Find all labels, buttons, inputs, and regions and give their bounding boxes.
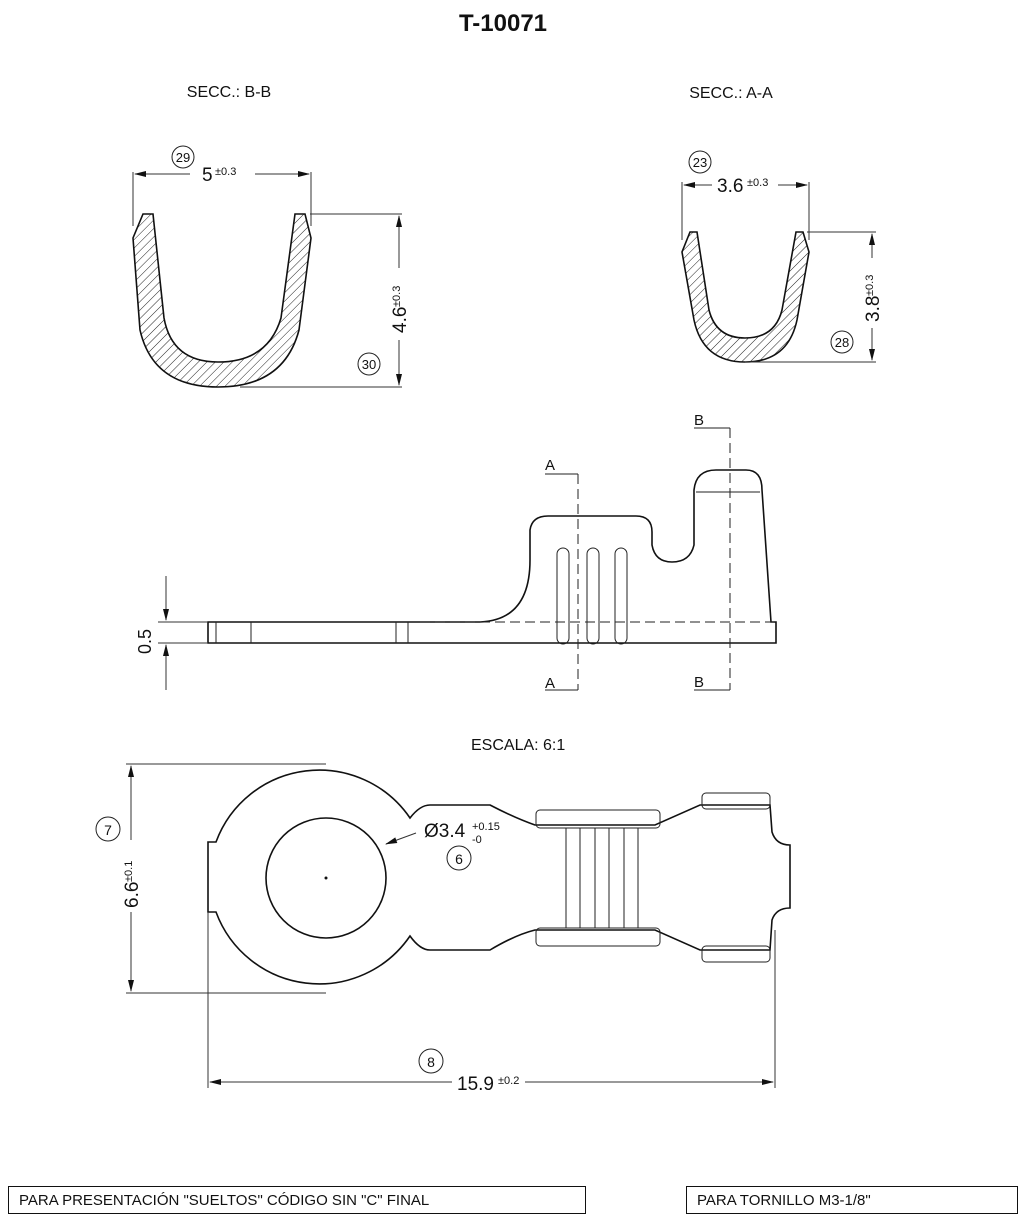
drawing-title: T-10071 (459, 10, 547, 37)
aa-width-tol: ±0.3 (747, 177, 768, 189)
note-screw: PARA TORNILLO M3-1/8" (686, 1186, 1018, 1214)
bb-width-tol: ±0.3 (215, 166, 236, 178)
cut-b-bottom: B (694, 674, 704, 691)
hole-tol-lower: -0 (472, 834, 482, 846)
cut-a-top: A (545, 457, 555, 474)
scale-label: ESCALA: 6:1 (471, 737, 565, 754)
section-bb-label: SECC.: B-B (187, 84, 271, 101)
height-tol: ±0.1 (123, 861, 135, 882)
aa-width-value: 3.6 (717, 176, 743, 197)
bb-height-value: 4.6 (390, 307, 411, 333)
height-value: 6.6 (122, 882, 143, 908)
aa-height-tol: ±0.3 (864, 275, 876, 296)
balloon-8: 8 (427, 1054, 435, 1070)
balloon-29: 29 (176, 150, 190, 165)
section-aa-label: SECC.: A-A (689, 85, 773, 102)
bb-height-tol: ±0.3 (391, 286, 403, 307)
balloon-7: 7 (104, 822, 112, 838)
aa-height-value: 3.8 (863, 296, 884, 322)
balloon-28: 28 (835, 335, 849, 350)
hole-tol-upper: +0.15 (472, 821, 500, 833)
section-bb-profile (132, 213, 312, 388)
bb-width-value: 5 (202, 165, 213, 186)
length-value: 15.9 (457, 1074, 494, 1095)
cut-a-bottom: A (545, 675, 555, 692)
cut-b-top: B (694, 412, 704, 429)
section-aa: SECC.: A-A 3.6 ±0.3 23 3.8 ±0.3 28 (681, 85, 884, 363)
balloon-23: 23 (693, 155, 707, 170)
thickness-value: 0.5 (135, 629, 155, 654)
section-bb: SECC.: B-B 5 ±0.3 29 4.6 ±0.3 30 (132, 84, 411, 388)
top-view: Ø3.4 +0.15 -0 6 6.6 ±0.1 7 15.9 ±0.2 8 (95, 763, 791, 1095)
hole-diameter: Ø3.4 (424, 821, 466, 842)
balloon-6: 6 (455, 851, 463, 867)
side-view: A A B B 0.5 (135, 412, 777, 692)
length-tol: ±0.2 (498, 1075, 519, 1087)
section-aa-profile (681, 231, 810, 363)
balloon-30: 30 (362, 357, 376, 372)
note-loose-presentation: PARA PRESENTACIÓN "SUELTOS" CÓDIGO SIN "… (8, 1186, 586, 1214)
